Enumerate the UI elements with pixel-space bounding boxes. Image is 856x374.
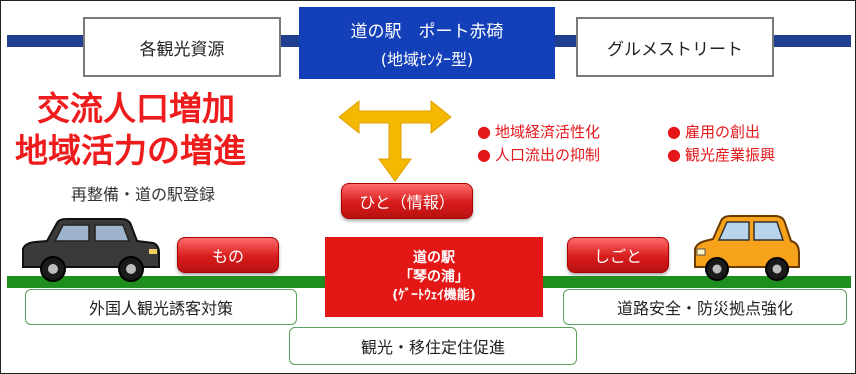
station-name: 「琴の浦」 (399, 269, 469, 286)
black-car-icon (22, 218, 160, 282)
tourism-resources-label: 各観光資源 (139, 39, 225, 60)
subtitle-text: 再整備・道の駅登録 (71, 185, 216, 204)
foreign-tourism-box: 外国人観光誘客対策 (25, 289, 297, 325)
bullet-dot-icon: ● (477, 122, 491, 141)
bullet-dot-icon: ● (477, 145, 491, 164)
tourism-resources-box: 各観光資源 (83, 17, 281, 77)
station-function: (ｹﾞｰﾄｳｪｲ機能) (392, 288, 476, 304)
tourism-migration-label: 観光・移住定住促進 (360, 338, 505, 357)
kotonoura-station-box: 道の駅 「琴の浦」 (ｹﾞｰﾄｳｪｲ機能) (325, 237, 543, 317)
bullet-jobs-text: 雇用の創出 (684, 123, 760, 141)
gourmet-street-label: グルメストリート (607, 39, 743, 60)
jobs-pill: しごと (567, 237, 669, 273)
port-akasaki-type: (地域ｾﾝﾀｰ型) (380, 49, 474, 69)
tourism-migration-box: 観光・移住定住促進 (289, 327, 577, 365)
people-info-pill: ひと（情報） (341, 183, 473, 219)
bullet-tourism: ● 観光産業振興 (667, 144, 775, 165)
goods-pill: もの (177, 237, 279, 273)
bullet-population: ● 人口流出の抑制 (477, 144, 600, 165)
goal-line-1: 交流人口増加 (37, 89, 235, 128)
port-akasaki-title: 道の駅 ポート赤碕 (350, 21, 504, 42)
road-safety-box: 道路安全・防災拠点強化 (563, 289, 847, 325)
bullet-dot-icon: ● (667, 145, 681, 164)
bullet-economy: ● 地域経済活性化 (477, 121, 600, 142)
three-way-arrow-icon (338, 99, 452, 182)
road-safety-label: 道路安全・防災拠点強化 (616, 299, 793, 318)
bullet-tourism-text: 観光産業振興 (684, 146, 775, 164)
goal-line-2: 地域活力の増進 (15, 131, 246, 170)
foreign-tourism-label: 外国人観光誘客対策 (88, 299, 233, 318)
port-akasaki-box: 道の駅 ポート赤碕 (地域ｾﾝﾀｰ型) (299, 7, 555, 79)
bullet-population-text: 人口流出の抑制 (494, 146, 600, 164)
bullet-dot-icon: ● (667, 122, 681, 141)
bullet-economy-text: 地域経済活性化 (494, 123, 600, 141)
station-title: 道の駅 (413, 250, 455, 267)
bullet-jobs: ● 雇用の創出 (667, 121, 760, 142)
orange-car-icon (694, 215, 800, 281)
gourmet-street-box: グルメストリート (576, 17, 774, 77)
